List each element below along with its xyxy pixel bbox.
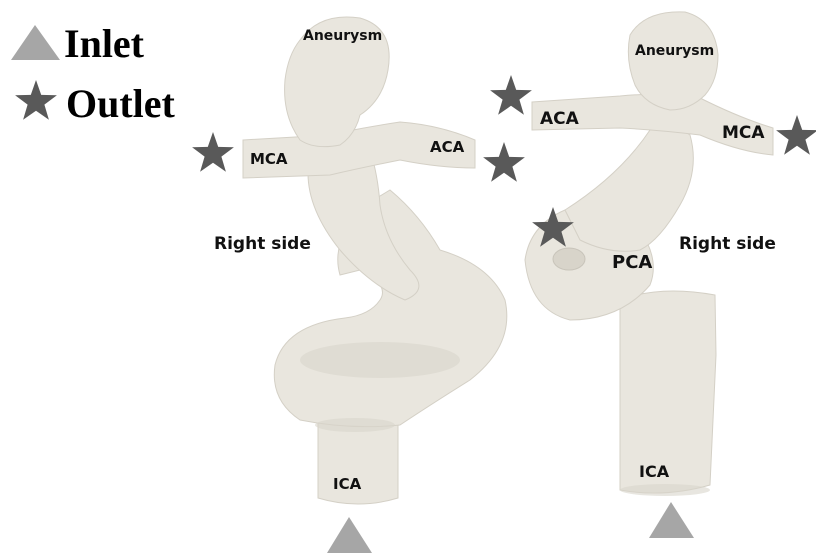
left-ica-label: ICA [333, 475, 362, 493]
right-aneurysm-label: Aneurysm [635, 43, 714, 59]
legend: Inlet Outlet [11, 21, 176, 126]
left-mca-outlet-star-icon [192, 132, 234, 172]
right-ica-label: ICA [639, 462, 670, 481]
left-side-label: Right side [214, 234, 311, 254]
right-aca-label: ACA [540, 109, 580, 129]
right-pca-label: PCA [612, 252, 652, 273]
right-mca-outlet-star-icon [776, 115, 816, 155]
legend-inlet-label: Inlet [64, 21, 145, 66]
right-aca-outlet-star-icon [490, 75, 532, 115]
right-ica-inlet-triangle-icon [649, 502, 694, 538]
left-aca-outlet-star-icon [483, 142, 525, 182]
right-mca-label: MCA [722, 123, 765, 143]
left-ica-shade [315, 418, 395, 432]
left-loop-shade [300, 342, 460, 378]
left-aca-label: ACA [430, 138, 465, 156]
right-ica-shade [620, 484, 710, 496]
left-ica-inlet-triangle-icon [327, 517, 372, 553]
legend-star-icon [15, 80, 57, 120]
right-side-label: Right side [679, 234, 776, 254]
legend-outlet-label: Outlet [66, 81, 176, 126]
left-vessel-model [243, 17, 507, 504]
left-siphon-loop [274, 190, 507, 427]
right-aneurysm-sac [628, 12, 718, 110]
left-mca-label: MCA [250, 150, 288, 168]
right-pca-outlet-face [553, 248, 585, 270]
legend-triangle-icon [11, 25, 60, 60]
left-aneurysm-label: Aneurysm [303, 28, 382, 44]
right-trunk [565, 126, 693, 251]
